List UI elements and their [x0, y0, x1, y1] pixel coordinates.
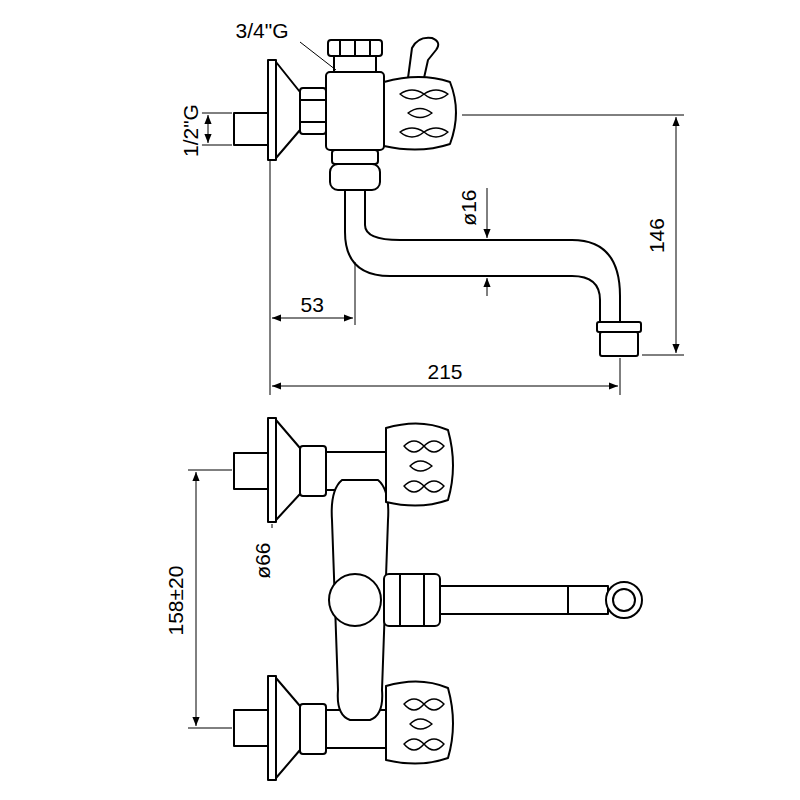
dimension-label: 3/4"G — [234, 19, 291, 42]
dimension-label: 215 — [426, 360, 465, 383]
dimension-label: 146 — [644, 216, 667, 255]
dimension-label: ø16 — [457, 187, 480, 227]
dimension-label: ø66 — [251, 540, 274, 580]
dimension-label: 53 — [299, 293, 326, 316]
dimension-label: 158±20 — [164, 563, 187, 637]
dimension-label: 1/2"G — [178, 102, 201, 159]
